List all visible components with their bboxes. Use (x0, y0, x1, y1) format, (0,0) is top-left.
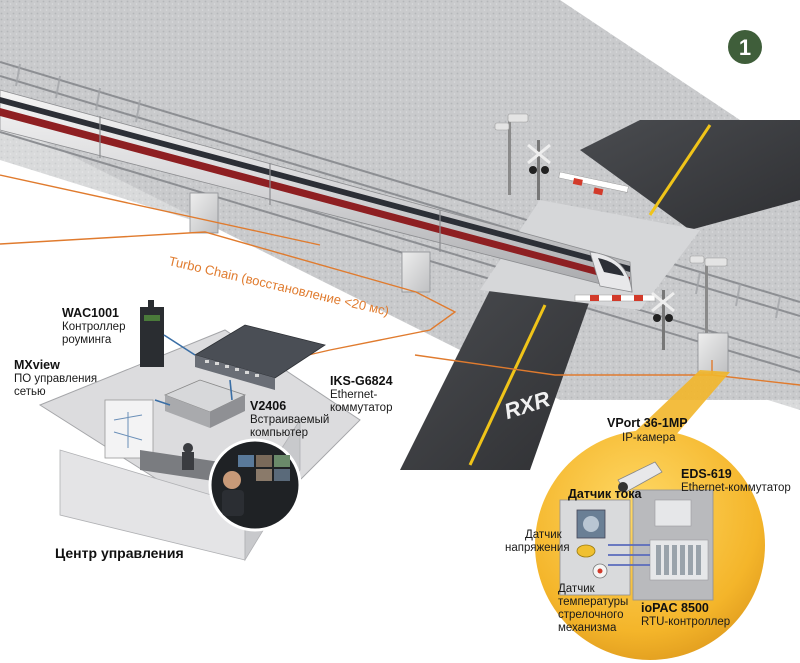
step-badge-number: 1 (739, 35, 751, 60)
v2406-desc-1: Встраиваемый (250, 414, 329, 426)
v2406-desc-2: компьютер (250, 427, 308, 439)
current-sensor-label: Датчик тока (568, 487, 642, 501)
ip-camera-icon (617, 461, 663, 493)
wac-desc-2: роуминга (62, 334, 112, 346)
temp-sensor-label-1: Датчик (558, 583, 596, 595)
temp-sensor-label-4: механизма (558, 622, 617, 634)
voltage-sensor-icon (576, 544, 596, 558)
mxview-model: MXview (14, 358, 60, 372)
wac-desc-1: Контроллер (62, 321, 125, 333)
wac1001-device (140, 300, 164, 367)
mxview-desc-1: ПО управления (14, 373, 97, 385)
trackside-cabinet-3 (697, 332, 729, 374)
trackside-cabinet-1 (189, 192, 219, 234)
iks-model: IKS-G6824 (330, 374, 393, 388)
crossing-signal-lower (651, 290, 675, 350)
iks-desc-1: Ethernet- (330, 389, 377, 401)
mxview-desc-2: сетью (14, 386, 46, 398)
v2406-computer (163, 379, 247, 428)
road-lower (400, 290, 590, 470)
step-badge (728, 30, 762, 64)
iopac-model: ioPAC 8500 (641, 601, 709, 615)
turbo-chain-line (0, 174, 800, 386)
control-center-title: Центр управления (55, 545, 184, 561)
camera-pole-lower (689, 255, 728, 342)
vport-desc: IP-камера (622, 432, 676, 444)
road-line-upper (648, 124, 712, 216)
road-line-lower (468, 304, 547, 466)
cabinet-wires (608, 544, 650, 566)
train (0, 89, 633, 293)
road-upper (580, 120, 800, 230)
eds-model: EDS-619 (681, 467, 732, 481)
room-links (154, 334, 233, 406)
temperature-sensor-icon (592, 563, 608, 579)
crossing-signal-upper (527, 140, 551, 200)
trackside-cabinet-2 (401, 251, 431, 293)
barrier-arm-lower (574, 294, 656, 302)
iks-desc-2: коммутатор (330, 402, 392, 414)
wac-model: WAC1001 (62, 306, 119, 320)
temp-sensor-label-2: температуры (558, 596, 628, 608)
barrier-arm-upper (558, 171, 629, 196)
current-sensor-icon (576, 509, 606, 539)
camera-pole-upper (494, 113, 529, 195)
eds-desc: Ethernet-коммутатор (681, 482, 791, 494)
vport-model: VPort 36-1MP (607, 416, 688, 430)
voltage-sensor-label-2: напряжения (505, 542, 570, 554)
iks-g6824-switch (194, 324, 326, 390)
voltage-sensor-label-1: Датчик (525, 529, 563, 541)
v2406-model: V2406 (250, 399, 286, 413)
iopac-desc: RTU-контроллер (641, 616, 730, 628)
operator-view (208, 438, 302, 532)
temp-sensor-label-3: стрелочного (558, 609, 624, 621)
